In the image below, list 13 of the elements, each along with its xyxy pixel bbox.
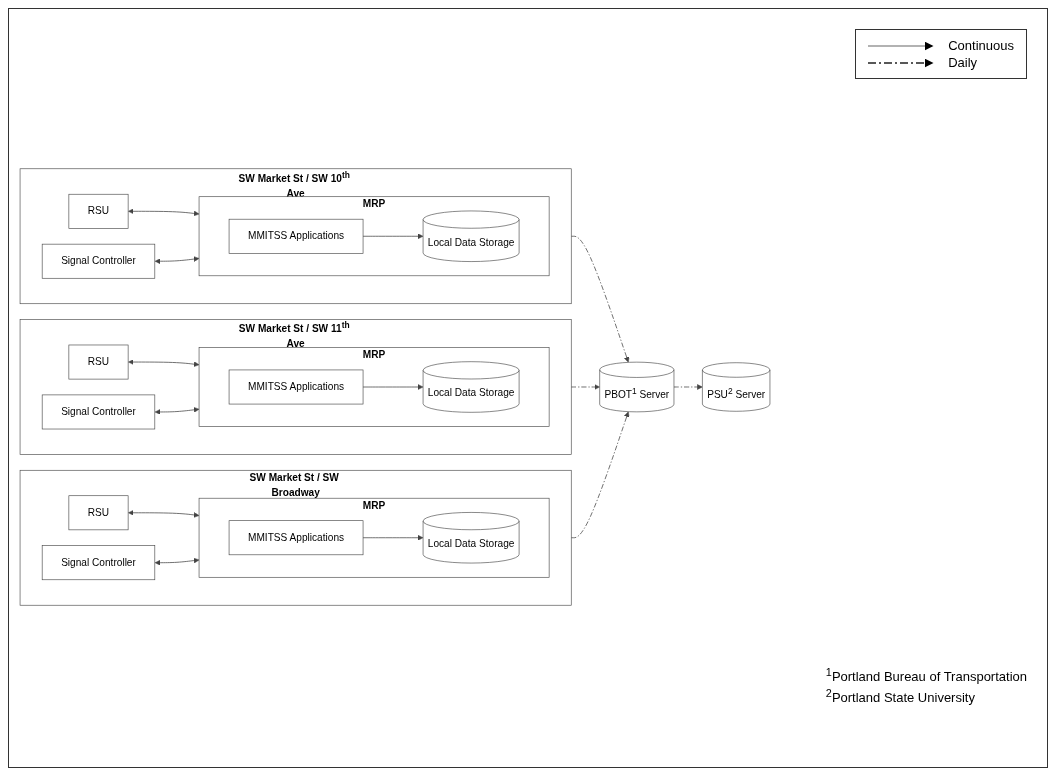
- node-box: Signal Controller: [41, 243, 156, 279]
- node-box: MMITSS Applications: [228, 520, 364, 556]
- footnote: $^{2}$Portland State University: [825, 686, 976, 705]
- node-box: MMITSS Applications: [228, 218, 364, 254]
- node-box: RSU: [68, 193, 129, 229]
- footnote: $^{1}$Portland Bureau of Transportation: [825, 666, 1027, 685]
- legend-label: Continuous: [948, 38, 1014, 53]
- node-box: MMITSS Applications: [228, 369, 364, 405]
- node-box: Signal Controller: [41, 545, 156, 581]
- node-box: RSU: [68, 344, 129, 380]
- node-box: Signal Controller: [41, 394, 156, 430]
- legend-label: Daily: [948, 55, 978, 70]
- node-box: RSU: [68, 495, 129, 531]
